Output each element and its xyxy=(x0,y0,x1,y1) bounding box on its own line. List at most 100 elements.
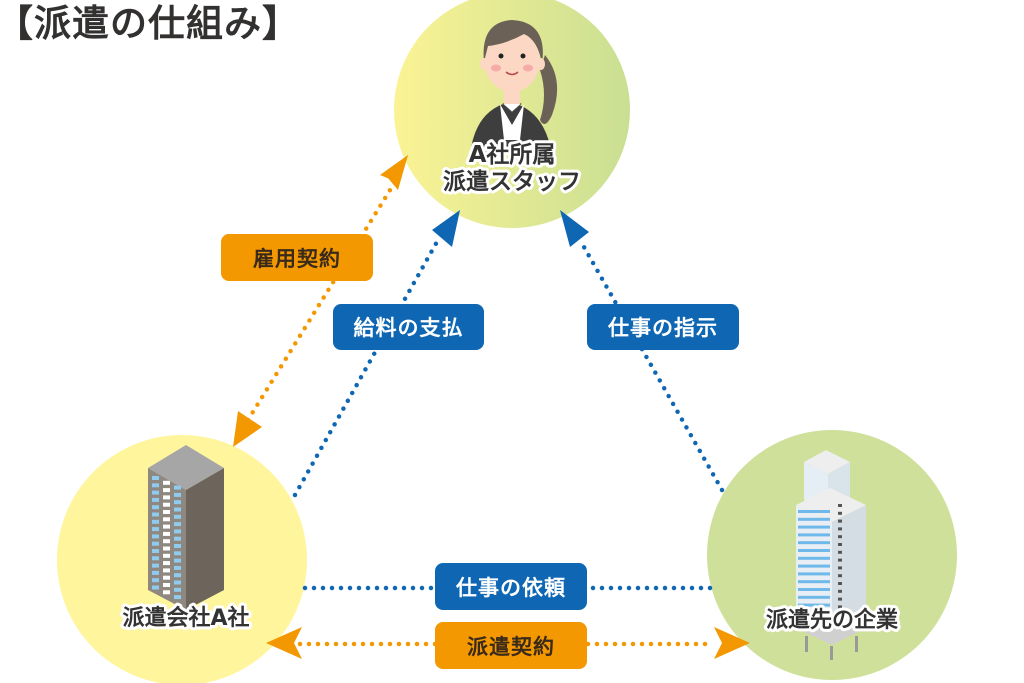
building-window xyxy=(174,485,181,490)
work-request-tag: 仕事の依頼 xyxy=(435,563,587,610)
diagram-title: 【派遣の仕組み】 xyxy=(0,2,300,45)
building-window xyxy=(163,561,170,566)
staff-label-line1: A社所属 xyxy=(469,141,556,168)
building-window xyxy=(163,531,170,536)
building-window xyxy=(152,490,159,495)
building-window xyxy=(152,570,159,575)
employment-arrow-head-staff-b xyxy=(388,155,408,190)
building-window xyxy=(174,536,181,541)
employment-contract-tag: 雇用契約 xyxy=(221,234,373,281)
building-window xyxy=(798,549,830,552)
building-window xyxy=(163,510,170,514)
building-window xyxy=(838,504,842,507)
building-window xyxy=(174,587,181,592)
building-window xyxy=(163,539,170,544)
building-window xyxy=(152,476,159,480)
person-in-suit-icon xyxy=(470,20,558,155)
employment-line xyxy=(245,179,398,423)
building-window xyxy=(174,522,181,527)
building-window xyxy=(798,619,830,623)
building-window xyxy=(152,563,159,568)
building-window xyxy=(798,572,830,576)
instruction-arrow-head xyxy=(560,210,589,247)
building-window xyxy=(152,541,159,546)
building-window xyxy=(838,605,842,609)
building-window xyxy=(163,590,170,595)
work-instruction-tag: 仕事の指示 xyxy=(587,304,739,350)
salary-line xyxy=(292,237,441,498)
dispatch-arrow-head-client xyxy=(714,627,750,659)
skyscraper-icon xyxy=(796,450,866,660)
building-window xyxy=(152,483,159,488)
building-window xyxy=(163,524,170,529)
building-window xyxy=(163,517,170,522)
building-window xyxy=(163,575,170,580)
building-window xyxy=(174,595,181,600)
building-window xyxy=(798,533,830,537)
building-window xyxy=(152,527,159,532)
dispatch-arrow-head-agency xyxy=(266,627,302,659)
building-window xyxy=(798,595,830,599)
building-window xyxy=(152,519,159,524)
building-window xyxy=(152,534,159,539)
building-window xyxy=(838,550,842,554)
building-window xyxy=(174,558,181,563)
building-window xyxy=(163,568,170,573)
building-window xyxy=(174,492,181,497)
building-window xyxy=(838,566,842,570)
building-window xyxy=(174,507,181,512)
building-window xyxy=(152,556,159,561)
building-window xyxy=(163,488,170,493)
agency-label: 派遣会社A社 xyxy=(122,605,249,631)
building-window xyxy=(798,525,830,529)
building-window xyxy=(152,497,159,502)
staff-label-line2: 派遣スタッフ xyxy=(443,169,581,195)
building-window xyxy=(174,565,181,570)
building-window xyxy=(838,582,842,585)
building-window xyxy=(152,505,159,510)
building-window xyxy=(174,544,181,548)
building-window xyxy=(174,551,181,556)
dispatch-contract-tag: 派遣契約 xyxy=(435,622,587,669)
building-window xyxy=(838,519,842,523)
building-window xyxy=(798,556,830,560)
building-window xyxy=(174,573,181,578)
building-window xyxy=(163,583,170,587)
building-window xyxy=(798,510,830,513)
building-window xyxy=(798,517,830,521)
employment-arrow-head-agency xyxy=(233,411,262,447)
building-window xyxy=(163,502,170,507)
building-window xyxy=(798,541,830,545)
client-label: 派遣先の企業 xyxy=(766,607,899,633)
office-building-icon xyxy=(148,445,224,610)
building-window xyxy=(152,578,159,583)
building-window xyxy=(174,529,181,534)
building-window xyxy=(798,580,830,584)
building-window xyxy=(798,588,830,591)
instruction-line xyxy=(577,237,725,493)
building-window xyxy=(152,512,159,517)
building-window xyxy=(163,495,170,500)
building-window xyxy=(838,527,842,531)
building-window xyxy=(838,597,842,601)
building-window xyxy=(798,611,830,615)
building-window xyxy=(163,480,170,485)
salary-payment-tag: 給料の支払 xyxy=(333,304,484,350)
building-window xyxy=(174,514,181,519)
building-window xyxy=(174,500,181,505)
building-window xyxy=(152,585,159,590)
building-window xyxy=(838,589,842,593)
building-window xyxy=(174,580,181,585)
building-window xyxy=(798,564,830,568)
building-window xyxy=(163,553,170,558)
building-window xyxy=(163,546,170,551)
building-window xyxy=(838,574,842,578)
building-window xyxy=(838,511,842,515)
building-window xyxy=(838,613,842,617)
building-window xyxy=(798,603,830,607)
building-window xyxy=(838,535,842,539)
salary-arrow-head xyxy=(432,210,460,247)
building-window xyxy=(152,549,159,553)
building-window xyxy=(838,558,842,562)
